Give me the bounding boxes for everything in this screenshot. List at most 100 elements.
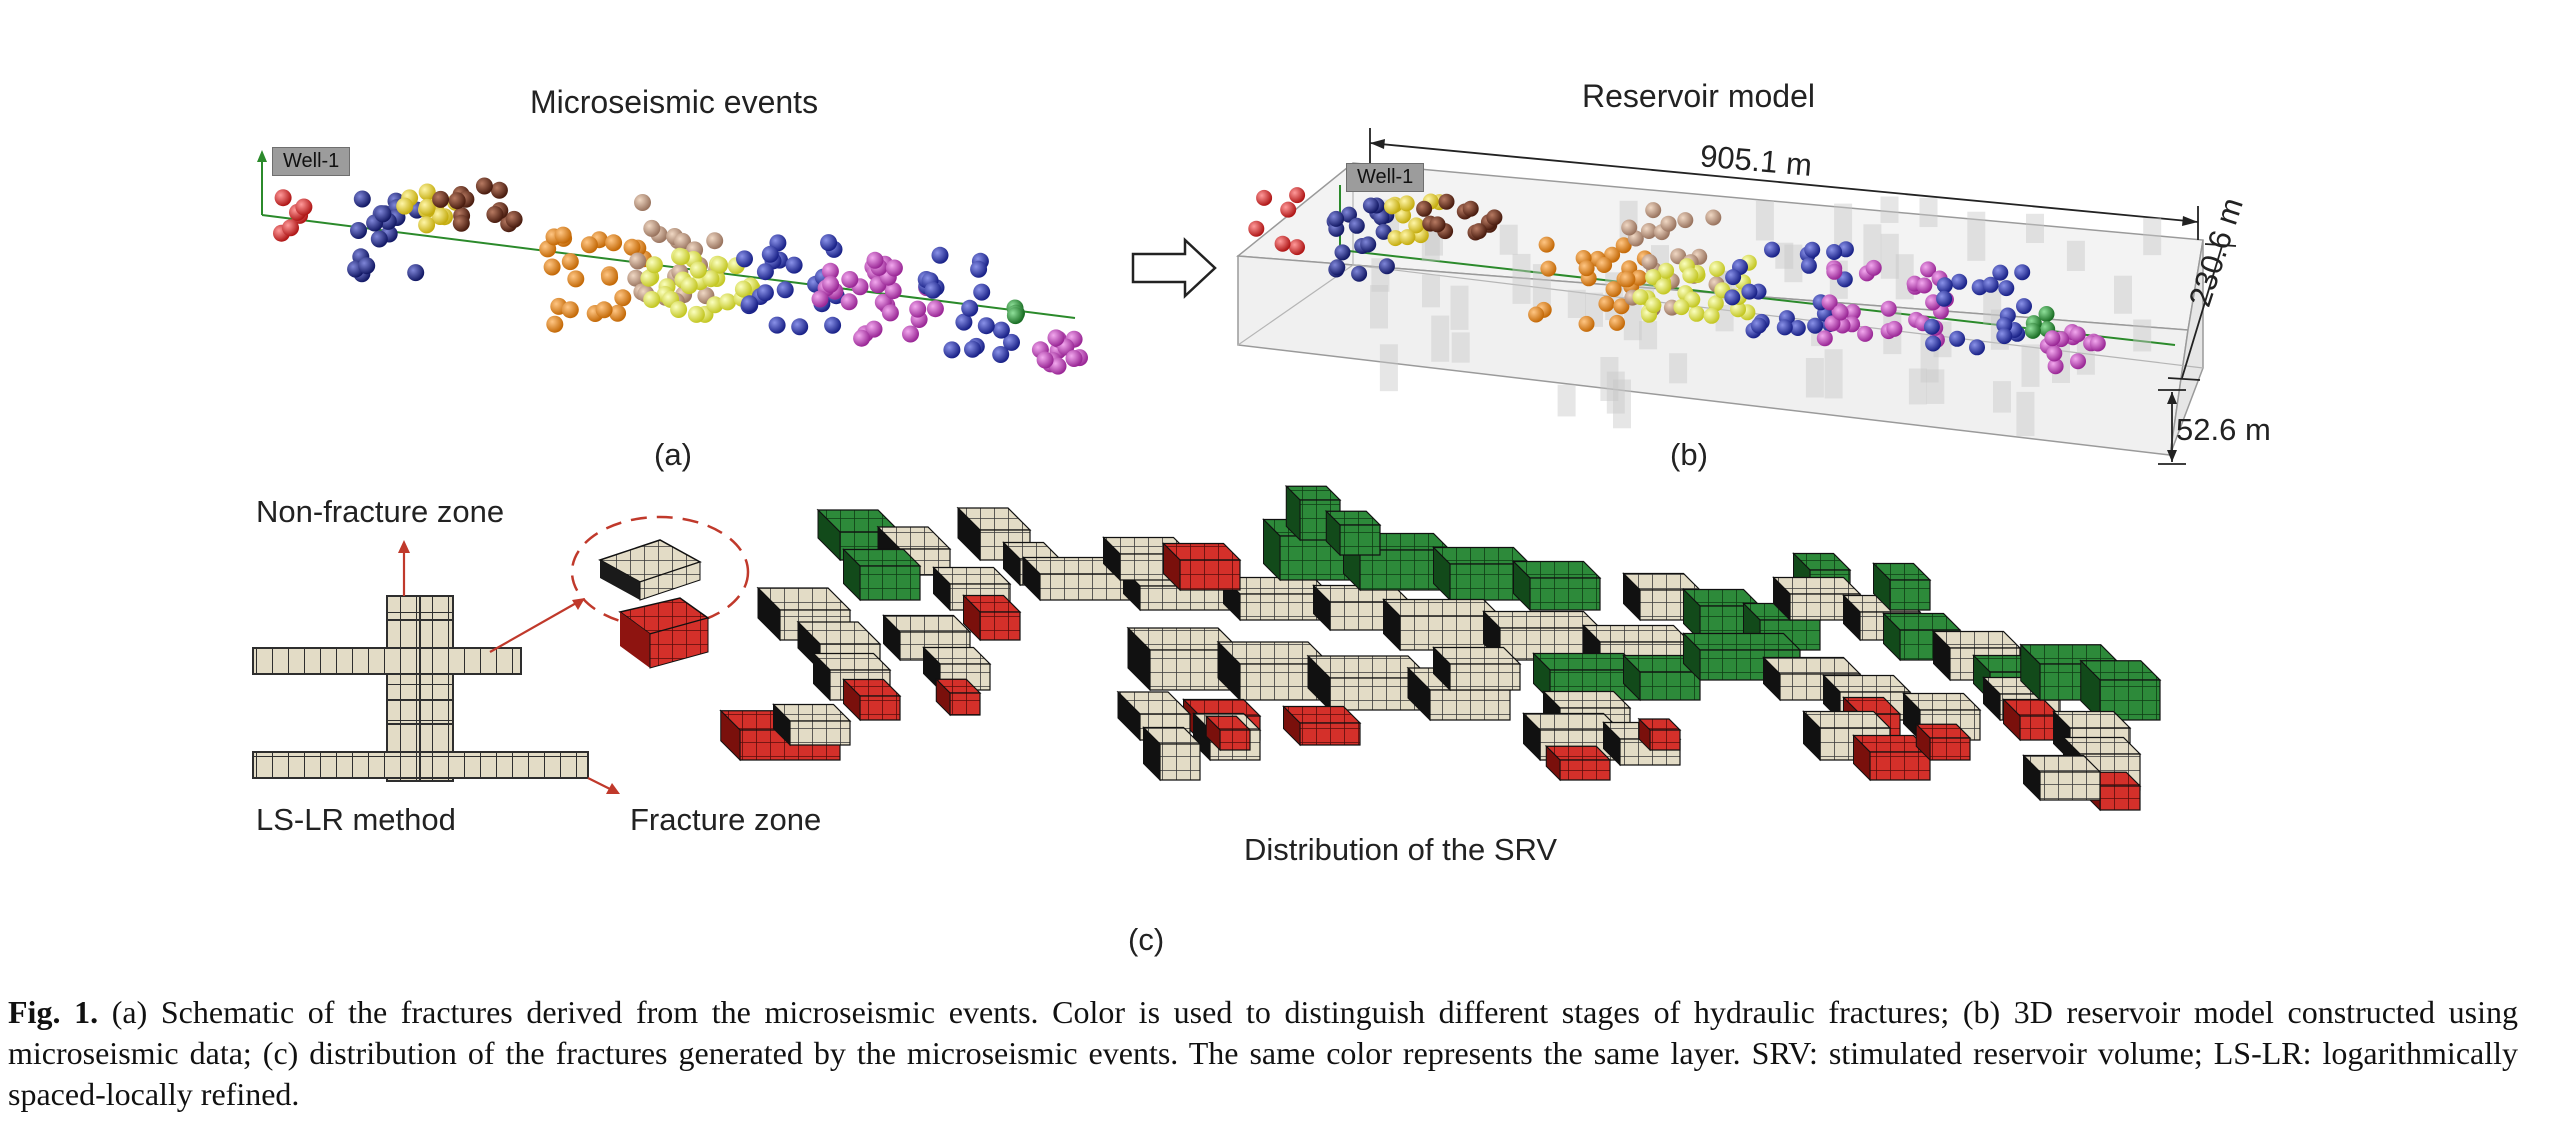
srv-cell-block xyxy=(1324,510,1382,557)
microseismic-event-dot xyxy=(1605,281,1622,298)
microseismic-event-dot xyxy=(1486,209,1503,226)
fracture-shadow xyxy=(1834,203,1853,249)
fracture-shadow xyxy=(1919,197,1938,228)
fracture-shadow xyxy=(1567,289,1586,319)
microseismic-event-dot xyxy=(924,281,942,299)
microseismic-event-dot xyxy=(1631,269,1648,286)
height-label: 52.6 m xyxy=(2176,412,2271,447)
microseismic-event-dot xyxy=(1360,236,1377,253)
fracture-shadow xyxy=(1450,285,1469,330)
microseismic-event-dot xyxy=(629,252,647,270)
microseismic-event-dot xyxy=(1949,330,1966,347)
microseismic-event-dot xyxy=(1923,318,1940,335)
microseismic-event-dot xyxy=(1998,280,2015,297)
srv-cell-block xyxy=(1872,562,1932,612)
microseismic-event-dot xyxy=(1982,276,1999,293)
microseismic-event-dot xyxy=(2089,335,2106,352)
srv-distribution xyxy=(719,485,2162,812)
microseismic-event-dot xyxy=(1049,357,1067,375)
microseismic-event-dot xyxy=(736,250,753,268)
microseismic-event-dot xyxy=(1375,223,1392,240)
microseismic-event-dot xyxy=(370,230,388,248)
grid-upper-row xyxy=(252,647,522,675)
microseismic-event-dot xyxy=(822,275,840,293)
microseismic-event-dot xyxy=(1596,257,1613,273)
well-axis-arrowhead xyxy=(257,150,267,162)
microseismic-event-dot xyxy=(1398,195,1415,212)
srv-cell-block xyxy=(1382,598,1502,652)
microseismic-event-dot xyxy=(1703,307,1720,324)
microseismic-event-dot xyxy=(992,346,1010,363)
microseismic-event-dot xyxy=(964,340,981,358)
microseismic-event-dot xyxy=(1578,315,1595,332)
microseismic-event-dot xyxy=(2014,264,2031,281)
microseismic-event-dot xyxy=(1658,262,1675,279)
microseismic-event-dot xyxy=(645,256,663,274)
microseismic-event-dot xyxy=(1682,267,1699,284)
microseismic-event-dot xyxy=(841,271,859,288)
microseismic-event-dot xyxy=(706,232,724,250)
microseismic-event-dot xyxy=(595,301,613,319)
microseismic-event-dot xyxy=(931,246,949,264)
microseismic-event-dot xyxy=(1065,350,1083,367)
srv-cell-block xyxy=(934,678,982,717)
microseismic-event-dot xyxy=(821,262,839,280)
microseismic-event-dot xyxy=(605,234,623,252)
microseismic-event-dot xyxy=(295,198,313,216)
microseismic-event-dot xyxy=(943,341,961,359)
microseismic-event-dot xyxy=(1857,325,1874,342)
microseismic-event-dot xyxy=(1764,241,1780,258)
fracture-zone-label: Fracture zone xyxy=(630,802,822,837)
microseismic-event-dot xyxy=(756,284,774,302)
microseismic-event-dot xyxy=(670,301,688,318)
microseismic-event-dot xyxy=(1280,201,1297,218)
microseismic-event-dot xyxy=(1826,244,1843,260)
microseismic-event-dot xyxy=(1804,241,1821,258)
microseismic-event-dot xyxy=(824,316,842,334)
microseismic-event-dot xyxy=(1329,259,1346,276)
length-dimension-line xyxy=(1369,142,2199,223)
microseismic-event-dot xyxy=(885,259,903,277)
microseismic-event-dot xyxy=(1348,217,1365,234)
caption-text: (a) Schematic of the fractures derived f… xyxy=(8,994,2519,1112)
microseismic-event-dot xyxy=(853,329,871,347)
fracture-shadow xyxy=(1755,200,1774,241)
microseismic-event-dot xyxy=(1936,290,1953,307)
microseismic-event-dot xyxy=(601,268,619,286)
microseismic-event-dot xyxy=(1705,209,1722,226)
fracture-shadow xyxy=(1824,349,1843,399)
microseismic-event-dot xyxy=(734,280,752,298)
fracture-shadow xyxy=(2143,217,2162,256)
microseismic-event-dot xyxy=(1800,257,1817,274)
microseismic-event-dot xyxy=(561,253,579,271)
microseismic-event-dot xyxy=(761,245,779,263)
microseismic-event-dot xyxy=(1395,207,1412,224)
microseismic-event-dot xyxy=(274,189,292,207)
fracture-shadow xyxy=(1880,233,1899,279)
microseismic-event-dot xyxy=(580,236,598,254)
srv-cell-block xyxy=(1512,560,1602,612)
figure-caption: Fig. 1. (a) Schematic of the fractures d… xyxy=(8,992,2518,1115)
srv-distribution-label: Distribution of the SRV xyxy=(1244,832,1558,867)
microseismic-event-dot xyxy=(687,305,705,323)
microseismic-event-dot xyxy=(1916,277,1933,294)
microseismic-event-dot xyxy=(1328,210,1345,227)
hollow-right-arrow-icon xyxy=(1131,237,1217,299)
microseismic-event-dot xyxy=(1969,339,1985,356)
microseismic-event-dot xyxy=(719,293,737,311)
microseismic-event-dot xyxy=(1655,278,1672,295)
microseismic-event-dot xyxy=(640,269,658,287)
microseismic-event-dot xyxy=(490,181,508,199)
srv-cell-block xyxy=(1772,576,1862,622)
microseismic-event-dot xyxy=(1248,220,1265,237)
microseismic-event-dot xyxy=(711,256,728,274)
fracture-shadow xyxy=(1431,315,1450,362)
microseismic-event-dot xyxy=(865,320,883,338)
microseismic-event-dot xyxy=(1951,273,1968,290)
well-label-a: Well-1 xyxy=(272,147,351,176)
microseismic-event-dot xyxy=(1341,206,1357,223)
panel-b-title: Reservoir model xyxy=(1582,78,1815,114)
microseismic-event-dot xyxy=(756,263,774,281)
microseismic-events-b xyxy=(1248,187,2106,375)
microseismic-event-dot xyxy=(1036,351,1054,369)
